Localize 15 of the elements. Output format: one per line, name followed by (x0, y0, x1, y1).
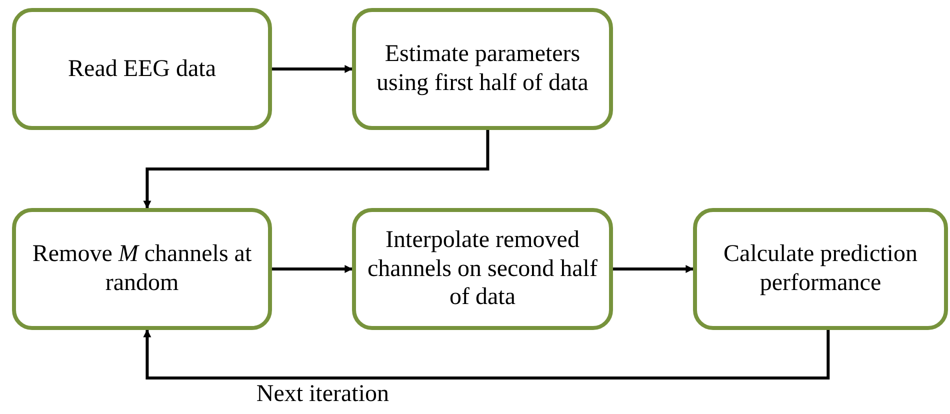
arrow (613, 264, 694, 273)
box-text: Read EEG data (67, 54, 217, 84)
arrow (272, 264, 353, 273)
process-box (352, 8, 613, 130)
process-box (352, 208, 613, 330)
arrow (143, 329, 830, 380)
box-text: Interpolate removed channels on second half of data (366, 226, 598, 312)
process-box (12, 8, 272, 130)
box-text: Calculate prediction performance (722, 240, 918, 298)
box-text: Estimate parameters using first half of data (376, 40, 590, 98)
box-text: Remove M channels at random (31, 240, 253, 298)
process-box (693, 208, 948, 330)
process-box (12, 208, 272, 330)
arrow (272, 64, 353, 73)
arrow (143, 130, 490, 209)
